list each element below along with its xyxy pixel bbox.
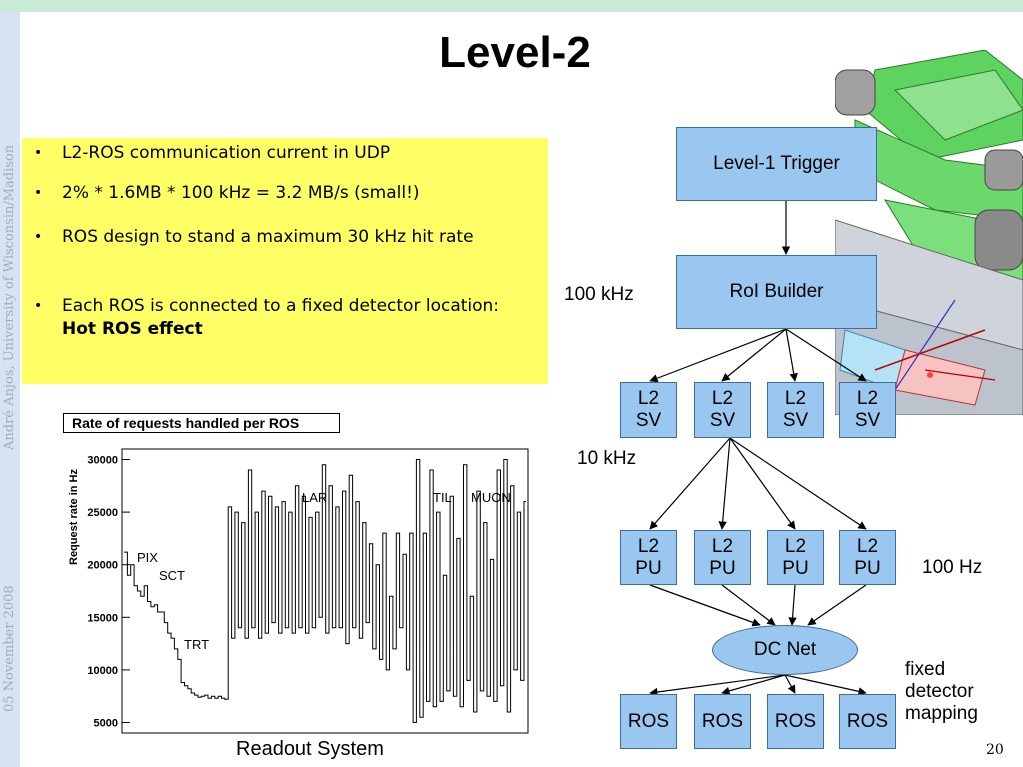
- bullet-emphasis: Hot ROS effect: [62, 319, 203, 339]
- mapping-note: fixed detector mapping: [905, 659, 978, 725]
- l2pu-line2: PU: [782, 557, 809, 579]
- chart-xlabel: Readout System: [236, 738, 384, 760]
- rate-label-100hz: 100 Hz: [922, 557, 983, 578]
- bullet-item: Each ROS is connected to a fixed detecto…: [30, 295, 530, 341]
- l2sv-line1: L2: [637, 388, 660, 409]
- bullet-box: L2-ROS communication current in UDP 2% *…: [22, 138, 548, 384]
- chart-annotation: MUON: [471, 490, 511, 505]
- page-number: 20: [986, 742, 1004, 758]
- mapping-note-line2: detector: [905, 681, 974, 702]
- detector-illustration: [835, 50, 1023, 415]
- ros-box: ROS: [767, 694, 824, 749]
- y-tick-label: 15000: [87, 612, 118, 624]
- ros-box: ROS: [620, 694, 677, 749]
- l2sv-line2: SV: [635, 410, 662, 431]
- rate-label-100khz: 100 kHz: [564, 284, 634, 305]
- slide-title: Level-2: [439, 28, 591, 77]
- l2sv-line2: SV: [709, 410, 736, 431]
- l2pu-line2: PU: [709, 557, 736, 579]
- chart-annotation: LAR: [302, 490, 327, 505]
- roi-builder-label: RoI Builder: [729, 281, 824, 302]
- bullet-text: ROS design to stand a maximum 30 kHz hit…: [62, 227, 474, 247]
- l2pu-line2: PU: [635, 557, 662, 579]
- l2pu-line1: L2: [637, 535, 660, 557]
- l2sv-line1: L2: [784, 388, 807, 409]
- chart-annotation: SCT: [159, 568, 185, 583]
- side-band: [0, 12, 20, 767]
- bullet-item: 2% * 1.6MB * 100 kHz = 3.2 MB/s (small!): [30, 182, 530, 205]
- l2sv-line1: L2: [711, 388, 734, 409]
- bullet-item: L2-ROS communication current in UDP: [30, 142, 530, 165]
- bullet-text: Each ROS is connected to a fixed detecto…: [62, 296, 500, 316]
- roi-builder-box: RoI Builder: [676, 255, 877, 329]
- l2sv-line1: L2: [856, 388, 879, 409]
- l2pu-line2: PU: [854, 557, 881, 579]
- l2pu-line1: L2: [711, 535, 734, 557]
- mapping-note-line3: mapping: [905, 703, 978, 724]
- y-tick-label: 20000: [87, 560, 118, 572]
- ros-box: ROS: [694, 694, 751, 749]
- l2sv-line2: SV: [854, 410, 881, 431]
- y-tick-label: 5000: [94, 717, 118, 729]
- chart-frame: [121, 448, 529, 734]
- y-tick-label: 30000: [87, 455, 118, 467]
- bullet-text: L2-ROS communication current in UDP: [62, 143, 391, 163]
- rate-label-10khz: 10 kHz: [577, 448, 637, 469]
- l2sv-line2: SV: [782, 410, 809, 431]
- ros-label: ROS: [774, 710, 817, 732]
- bullet-item: ROS design to stand a maximum 30 kHz hit…: [30, 226, 530, 249]
- mapping-note-line1: fixed: [905, 659, 946, 680]
- rate-series-line: [124, 459, 526, 723]
- ros-label: ROS: [627, 710, 670, 732]
- y-tick-label: 10000: [87, 665, 118, 677]
- l2pu-line1: L2: [784, 535, 807, 557]
- ros-label: ROS: [846, 710, 889, 732]
- level1-trigger-label: Level-1 Trigger: [713, 153, 840, 174]
- chart-annotation: TRT: [184, 637, 209, 652]
- top-band: [0, 0, 1023, 12]
- y-tick-label: 25000: [87, 507, 118, 519]
- chart-annotation: TIL: [433, 490, 452, 505]
- chart-title: Rate of requests handled per ROS: [63, 413, 340, 433]
- chart-annotation: PIX: [137, 550, 158, 565]
- ros-label: ROS: [701, 710, 744, 732]
- bullet-text: 2% * 1.6MB * 100 kHz = 3.2 MB/s (small!): [62, 183, 420, 203]
- ros-box: ROS: [839, 694, 896, 749]
- dc-net-label: DC Net: [753, 639, 817, 660]
- level1-trigger-box: Level-1 Trigger: [676, 127, 877, 201]
- l2pu-line1: L2: [856, 535, 879, 557]
- dc-net-ellipse: DC Net: [712, 625, 858, 675]
